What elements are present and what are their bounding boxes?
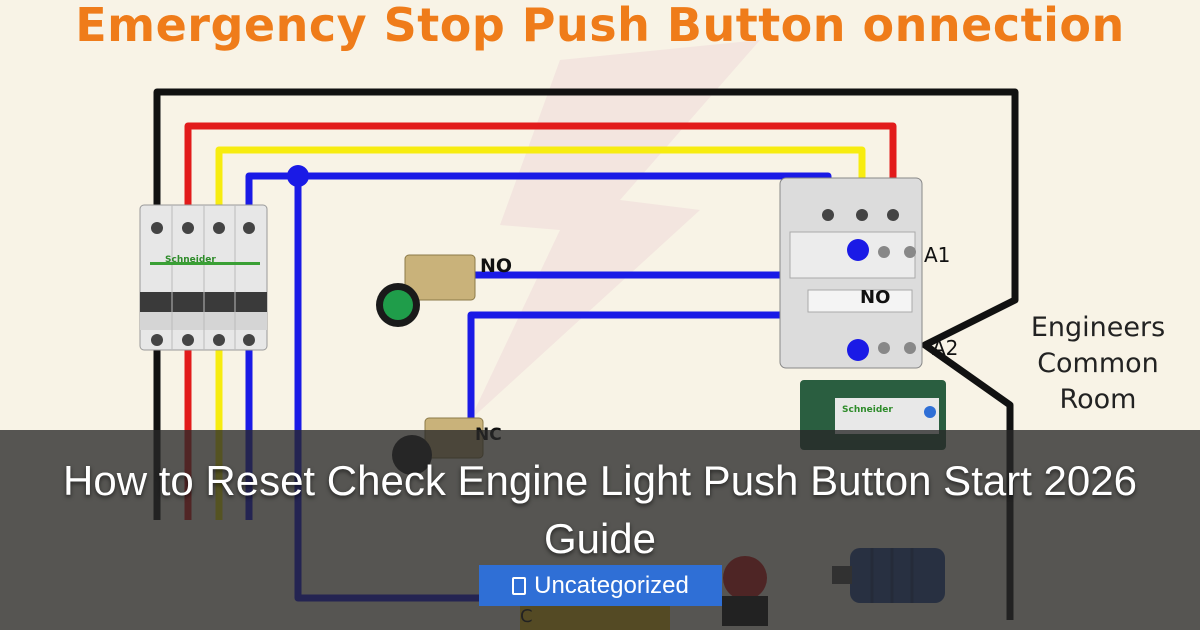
watermark-line: Room <box>1059 384 1137 415</box>
watermark-brand: Engineers Common Room <box>1008 310 1188 418</box>
a1-terminal-label: A1 <box>924 243 950 267</box>
diagram-title: Emergency Stop Push Button onnection <box>75 0 1125 52</box>
wire-red-l2 <box>184 122 897 215</box>
category-label: Uncategorized <box>534 571 689 599</box>
contactor <box>779 177 923 369</box>
lightning-watermark <box>470 40 760 420</box>
no-button-label: NO <box>480 255 512 277</box>
watermark-line: Engineers <box>1030 312 1166 343</box>
breaker-brand-label: Schneider <box>165 255 216 265</box>
folder-icon <box>512 576 527 595</box>
article-headline[interactable]: How to Reset Check Engine Light Push But… <box>63 457 1137 562</box>
junction-dot <box>287 165 309 187</box>
a2-terminal-label: A2 <box>932 336 958 360</box>
wire-black-l1 <box>153 88 1019 620</box>
overload-brand-label: Schneider <box>842 405 893 415</box>
category-badge[interactable]: Uncategorized <box>479 565 722 606</box>
green-start-button <box>376 254 476 327</box>
contactor-no-label: NO <box>860 287 890 308</box>
circuit-breaker: Schneider <box>139 204 268 351</box>
watermark-line: Common <box>1037 348 1159 379</box>
